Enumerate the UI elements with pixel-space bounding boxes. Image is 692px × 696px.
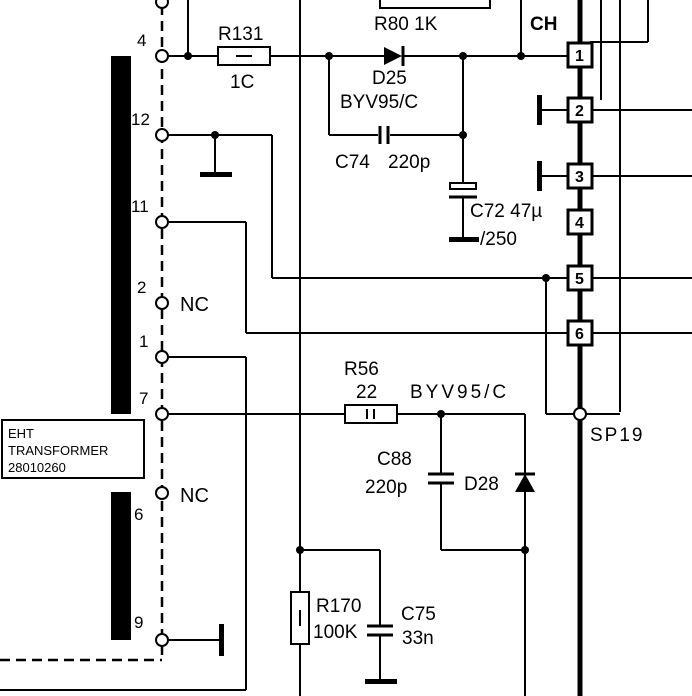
c74-value: 220p [388,152,430,173]
c72-rating: /250 [480,229,517,250]
connector-pin-6: 6 [566,319,594,347]
connector-pin-3-label: 3 [575,169,584,186]
connector-label: CH [530,14,557,35]
ground-symbol-pin9 [219,624,224,656]
r56-value: 22 [356,382,377,403]
r170-c75-circuit: R170 100K C75 33n [290,546,436,684]
pin-label-9: 9 [134,613,143,632]
d25-type: BYV95/C [340,92,418,113]
sp19-label: SP19 [590,425,644,446]
ground-symbol-ch3 [537,161,542,191]
pin-label-11: 11 [131,197,149,216]
pin12-circuit [168,131,580,415]
r80-area: R80 1K [299,0,491,35]
pin-label-7: 7 [139,389,148,408]
pin4-circuit: R131 1C C74 220p D25 BYV95/C C72 47µ /25… [168,0,568,250]
pin-label-6: 6 [134,505,143,524]
connector-pin-4: 4 [566,208,594,236]
d28-type: BYV95/C [410,382,509,403]
c74-name: C74 [335,152,370,173]
c75-value: 33n [402,628,434,649]
transformer-label-line2: TRANSFORMER [8,443,108,458]
c88-value: 220p [365,477,407,498]
d25-name: D25 [372,68,407,89]
pin-label-2: 2 [137,278,146,297]
transformer-label-line3: 28010260 [8,460,66,475]
r170-name: R170 [316,596,361,617]
d28-diode [515,474,535,492]
r56-name: R56 [344,359,379,380]
r56-resistor [344,404,398,424]
transformer-core [0,5,164,662]
ground-symbol-c75 [365,679,397,684]
pin-label-12: 12 [131,110,150,129]
connector-pin-3: 3 [566,162,594,190]
r80-name: R80 1K [374,14,438,35]
c88-name: C88 [377,449,412,470]
connector-pin-5-label: 5 [575,271,584,288]
d28-name: D28 [464,474,499,495]
connector-pin-6-label: 6 [575,326,584,343]
r131-value: 1C [230,72,254,93]
ground-symbol-pin12 [200,172,232,177]
transformer-label-box: EHT TRANSFORMER 28010260 [1,419,145,479]
connector-pin-1: 1 [566,41,594,69]
r80-resistor [379,0,491,9]
connector-pin-1-label: 1 [575,48,584,65]
transformer-pins: 4 12 11 2 1 7 6 9 NC NC [131,0,209,647]
nc-label-pin2: NC [180,294,209,316]
r131-name: R131 [218,24,263,45]
c75-name: C75 [401,604,436,625]
r170-value: 100K [313,622,358,643]
pin7-circuit: R56 22 BYV95/C C88 220p D28 [168,359,535,696]
connector-pin-5: 5 [566,264,594,292]
connector-pin-2-label: 2 [575,103,584,120]
pin-label-1: 1 [139,332,148,351]
c72-name: C72 47µ [470,201,542,222]
connector-pin-2: 2 [566,96,594,124]
nc-label-pin6: NC [180,485,209,507]
pin11-circuit [168,221,568,334]
d25-diode [384,47,402,65]
c72-capacitor [449,182,477,190]
connector-pin-4-label: 4 [575,215,584,232]
connector-ch: CH 1 2 3 4 5 [530,0,692,696]
pin-label-4: 4 [137,31,146,50]
transformer-label-line1: EHT [8,426,34,441]
ground-symbol-ch2 [537,95,542,125]
pin1-pin9-wires [0,356,247,691]
sp19-testpoint [573,407,587,421]
